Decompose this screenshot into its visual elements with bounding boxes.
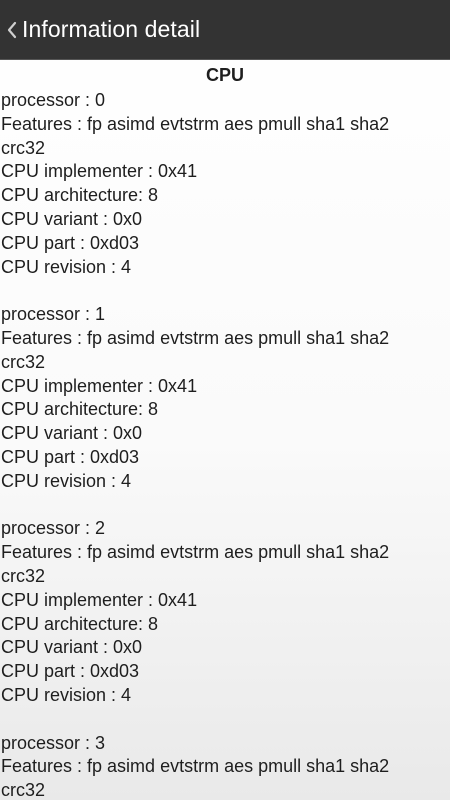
spacer — [0, 708, 450, 732]
processor-line: processor : 1 — [1, 304, 106, 325]
processor-line: processor : 3 — [1, 732, 106, 753]
spacer — [0, 494, 450, 518]
cpu-part-line: CPU part : 0xd03 — [1, 446, 140, 467]
features-line: Features : fp asimd evtstrm aes pmull sh… — [1, 327, 390, 348]
cpu-variant-line: CPU variant : 0x0 — [1, 208, 143, 229]
chevron-left-icon — [4, 18, 20, 42]
cpu-variant-line: CPU variant : 0x0 — [1, 423, 143, 444]
spacer — [0, 279, 450, 303]
section-title: CPU — [205, 65, 244, 85]
features-line: Features : fp asimd evtstrm aes pmull sh… — [1, 542, 390, 563]
cpu-implementer-line: CPU implementer : 0x41 — [1, 161, 198, 182]
cpu-revision-line: CPU revision : 4 — [1, 256, 132, 277]
cpu-part-line: CPU part : 0xd03 — [1, 661, 140, 682]
features-continuation-line: crc32 — [1, 780, 46, 800]
processor-line: processor : 0 — [1, 90, 106, 110]
cpu-variant-line: CPU variant : 0x0 — [1, 637, 143, 658]
features-line: Features : fp asimd evtstrm aes pmull sh… — [1, 113, 390, 134]
features-continuation-line: crc32 — [1, 351, 46, 372]
cpu-architecture-line: CPU architecture: 8 — [1, 613, 159, 634]
features-continuation-line: crc32 — [1, 565, 46, 586]
processor-line: processor : 2 — [1, 518, 106, 539]
cpu-implementer-line: CPU implementer : 0x41 — [1, 589, 198, 610]
cpu-architecture-line: CPU architecture: 8 — [1, 399, 159, 420]
features-line: Features : fp asimd evtstrm aes pmull sh… — [1, 756, 390, 777]
back-button[interactable]: Information detail — [0, 0, 200, 60]
information-content[interactable]: CPU processor : 0 Features : fp asimd ev… — [0, 60, 450, 800]
top-app-bar: Information detail — [0, 0, 450, 60]
cpu-revision-line: CPU revision : 4 — [1, 684, 132, 705]
page-title: Information detail — [22, 16, 201, 42]
cpu-revision-line: CPU revision : 4 — [1, 470, 132, 491]
cpu-part-line: CPU part : 0xd03 — [1, 232, 140, 253]
features-continuation-line: crc32 — [1, 137, 46, 158]
cpu-implementer-line: CPU implementer : 0x41 — [1, 375, 198, 396]
cpu-architecture-line: CPU architecture: 8 — [1, 185, 159, 206]
